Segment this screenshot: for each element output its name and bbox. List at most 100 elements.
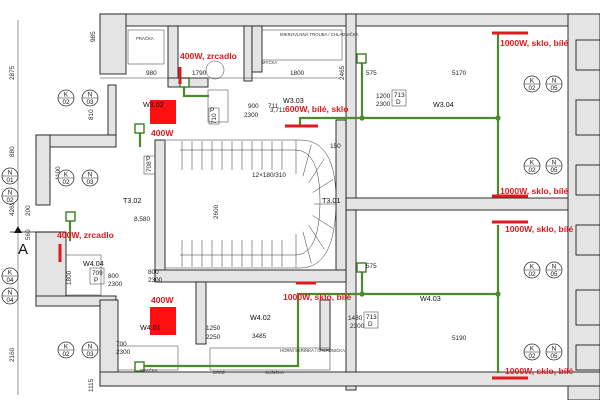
heater-label: 400W bbox=[151, 295, 174, 305]
dimension-label: 800 bbox=[148, 269, 159, 276]
fixtures bbox=[65, 29, 343, 371]
wall-middle-horizontal bbox=[345, 197, 597, 211]
fixture-label: MIKROVLNNÁ TROUBA / CHLADNIČKA bbox=[280, 32, 359, 37]
room-code: W3.02 bbox=[143, 100, 164, 109]
dimension-label: 700 bbox=[116, 341, 127, 348]
dimension-label: 150 bbox=[330, 143, 341, 150]
window-tag-type: N bbox=[88, 92, 93, 99]
sink-shape bbox=[205, 60, 225, 80]
window-tag-number: 05 bbox=[550, 353, 558, 360]
dimension-label: 2600 bbox=[213, 204, 220, 219]
window-tag-number: 05 bbox=[550, 167, 558, 174]
door-tag-number: 709 bbox=[92, 270, 103, 277]
dimension-label: 4265 bbox=[9, 201, 16, 216]
dimension-label: 560 bbox=[25, 229, 32, 240]
dimension-label: 2875 bbox=[9, 65, 16, 80]
dimension-label: 980 bbox=[146, 70, 157, 77]
stair-inner bbox=[180, 149, 321, 256]
dimension-label: 3485 bbox=[252, 333, 267, 340]
wall-left-1 bbox=[107, 84, 117, 136]
window-tag-type: N bbox=[552, 346, 557, 353]
wall-bath-left bbox=[167, 25, 179, 82]
window-notch-5 bbox=[575, 289, 600, 326]
dimension-label: 200 bbox=[25, 205, 32, 216]
room-code: T3.01 bbox=[322, 196, 340, 205]
staircase bbox=[166, 139, 337, 269]
window-tag-type: N bbox=[8, 170, 13, 177]
room-code: W4.04 bbox=[83, 259, 104, 268]
door-tag-box bbox=[143, 155, 156, 175]
window-tag-number: 02 bbox=[62, 99, 70, 106]
stair-outline bbox=[166, 139, 337, 269]
dimension-label: 2300 bbox=[376, 101, 391, 108]
door-tag: 710 P bbox=[208, 107, 220, 125]
window-tag-number: 02 bbox=[528, 167, 536, 174]
door-tag-number: 708 bbox=[146, 161, 153, 172]
junction-dot bbox=[495, 115, 501, 121]
kitchen-bottom-counter bbox=[209, 347, 331, 371]
dimension-label: 880 bbox=[9, 146, 16, 157]
window-tag-number: 02 bbox=[528, 85, 536, 92]
kitchen-top-counter bbox=[261, 29, 343, 61]
door-tag-type: D bbox=[368, 321, 373, 328]
door-tag-number: 713 bbox=[394, 92, 405, 99]
door-tag-box bbox=[208, 107, 220, 125]
window-tag-type: N bbox=[552, 78, 557, 85]
window-tag-type: N bbox=[552, 160, 557, 167]
window-tag-number: 02 bbox=[62, 351, 70, 358]
window-tag-number: 05 bbox=[550, 85, 558, 92]
stair-tread bbox=[308, 225, 325, 250]
window-tags: K02N03K02N03N01N02K04N04K02N03K02N05K02N… bbox=[1, 75, 563, 361]
window-tag-number: 01 bbox=[6, 177, 14, 184]
door-tag: 709 P bbox=[89, 267, 105, 285]
door-tag: 708 P bbox=[143, 155, 156, 175]
heater-label: 400W, zrcadlo bbox=[57, 230, 114, 240]
heater-label: 1000W, sklo, bílé bbox=[283, 292, 352, 302]
window-tag-number: 04 bbox=[6, 277, 14, 284]
stair-tread bbox=[302, 231, 312, 264]
window-tag-number: 05 bbox=[550, 271, 558, 278]
window-tag-type: N bbox=[88, 172, 93, 179]
dimension-label: 1115 bbox=[88, 378, 95, 392]
dimension-label: 985 bbox=[90, 31, 97, 42]
door-tag-box bbox=[363, 311, 379, 329]
window-tag-type: K bbox=[530, 160, 535, 167]
bottom-wall bbox=[99, 371, 600, 387]
thermostats bbox=[65, 53, 367, 372]
dimension-label: 1100 bbox=[55, 166, 62, 180]
dimension-label: 2300 bbox=[148, 277, 163, 284]
window-notch-2 bbox=[575, 99, 600, 136]
heater-label: 400W bbox=[151, 128, 174, 138]
window-tag-type: N bbox=[88, 344, 93, 351]
thermostat-icon bbox=[65, 211, 76, 222]
dimension-label: 575 bbox=[366, 263, 377, 270]
dimensions-mid: 900 2300 1200 2300 12×180/310 2600 1250 … bbox=[108, 65, 467, 356]
heater-label: 400W, zrcadlo bbox=[180, 51, 237, 61]
dimension-label: 12×180/310 bbox=[252, 172, 286, 179]
window-tag-number: 03 bbox=[86, 351, 94, 358]
door-tag-type: P bbox=[94, 277, 98, 284]
door-tag-number: 713 bbox=[366, 314, 377, 321]
room-code: W4.03 bbox=[420, 294, 441, 303]
dimension-label: 2300 bbox=[108, 281, 123, 288]
window-tag-number: 03 bbox=[86, 99, 94, 106]
thermostat-icon bbox=[356, 262, 367, 273]
room-area: 3,711 bbox=[270, 107, 286, 114]
door-tag-box bbox=[89, 267, 105, 285]
heater-label: 1000W, sklo, bílé bbox=[505, 366, 574, 376]
heater-panels bbox=[58, 31, 528, 380]
dimension-label: 1480 bbox=[348, 315, 363, 322]
wall-tl-outer bbox=[99, 13, 127, 75]
dimension-label: 575 bbox=[366, 70, 377, 77]
wall-right-outer bbox=[567, 13, 600, 400]
wall-stair-left bbox=[154, 139, 166, 281]
fixture-label: PRAČKA bbox=[136, 36, 154, 41]
heater-labels: 400W, zrcadlo 400W 600W, bílé, sklo 1000… bbox=[57, 38, 574, 376]
dimensions-left: 2875 810 880 1100 4265 200 560 1800 2160… bbox=[9, 20, 95, 395]
heater-label: 1000W, sklo, bílé bbox=[505, 224, 574, 234]
door-tag-number: 711 bbox=[268, 103, 279, 110]
thermostat-icon bbox=[134, 123, 145, 134]
window-tag-type: K bbox=[64, 92, 69, 99]
dimension-label: 1800 bbox=[290, 70, 305, 77]
dimension-label: 2300 bbox=[244, 112, 259, 119]
